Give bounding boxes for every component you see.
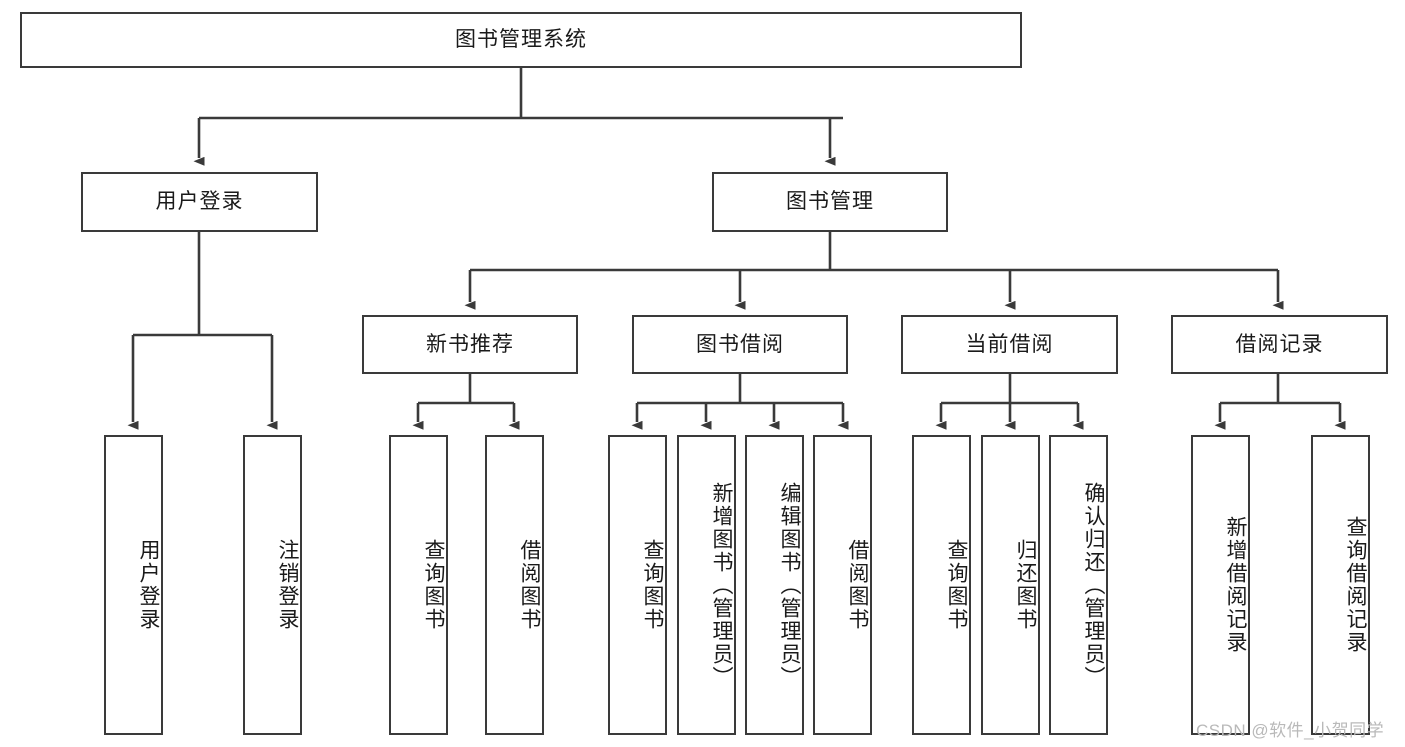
- node-leaf-borrow-book-2-label: 借阅图书: [846, 539, 869, 631]
- node-leaf-borrow-book-1[interactable]: 借阅图书: [485, 435, 544, 735]
- node-leaf-edit-book[interactable]: 编辑图书（管理员）: [745, 435, 804, 735]
- node-user-login-label: 用户登录: [155, 190, 244, 214]
- node-leaf-logout[interactable]: 注销登录: [243, 435, 302, 735]
- node-leaf-return-book-label: 归还图书: [1014, 539, 1037, 631]
- node-leaf-logout-label: 注销登录: [276, 539, 299, 631]
- node-leaf-query-book-2-label: 查询图书: [641, 539, 664, 631]
- node-borrow-record[interactable]: 借阅记录: [1171, 315, 1388, 374]
- node-leaf-edit-book-label: 编辑图书（管理员）: [778, 481, 801, 689]
- node-leaf-add-record[interactable]: 新增借阅记录: [1191, 435, 1250, 735]
- node-book-manage-label: 图书管理: [786, 190, 874, 214]
- node-current-borrow[interactable]: 当前借阅: [901, 315, 1118, 374]
- node-leaf-return-book[interactable]: 归还图书: [981, 435, 1040, 735]
- node-leaf-user-login-label: 用户登录: [137, 539, 160, 631]
- node-leaf-borrow-book-1-label: 借阅图书: [518, 539, 541, 631]
- node-book-borrow[interactable]: 图书借阅: [632, 315, 848, 374]
- node-leaf-query-record-label: 查询借阅记录: [1344, 516, 1367, 654]
- node-book-manage[interactable]: 图书管理: [712, 172, 948, 232]
- node-leaf-query-record[interactable]: 查询借阅记录: [1311, 435, 1370, 735]
- node-leaf-add-book[interactable]: 新增图书（管理员）: [677, 435, 736, 735]
- node-leaf-query-book-3[interactable]: 查询图书: [912, 435, 971, 735]
- node-leaf-query-book-1-label: 查询图书: [422, 539, 445, 631]
- node-new-book-rec[interactable]: 新书推荐: [362, 315, 578, 374]
- watermark-text: CSDN @软件_小贺同学: [1196, 721, 1385, 740]
- node-user-login[interactable]: 用户登录: [81, 172, 318, 232]
- node-leaf-user-login[interactable]: 用户登录: [104, 435, 163, 735]
- node-leaf-query-book-2[interactable]: 查询图书: [608, 435, 667, 735]
- node-leaf-borrow-book-2[interactable]: 借阅图书: [813, 435, 872, 735]
- node-root[interactable]: 图书管理系统: [20, 12, 1022, 68]
- node-current-borrow-label: 当前借阅: [965, 332, 1054, 356]
- node-new-book-rec-label: 新书推荐: [426, 332, 514, 356]
- node-leaf-query-book-3-label: 查询图书: [945, 539, 968, 631]
- node-leaf-add-book-label: 新增图书（管理员）: [710, 481, 733, 689]
- node-leaf-query-book-1[interactable]: 查询图书: [389, 435, 448, 735]
- node-borrow-record-label: 借阅记录: [1235, 332, 1324, 356]
- node-book-borrow-label: 图书借阅: [696, 332, 784, 356]
- node-root-label: 图书管理系统: [455, 28, 587, 52]
- node-leaf-confirm-return[interactable]: 确认归还（管理员）: [1049, 435, 1108, 735]
- node-leaf-confirm-return-label: 确认归还（管理员）: [1082, 481, 1105, 689]
- node-leaf-add-record-label: 新增借阅记录: [1224, 516, 1247, 654]
